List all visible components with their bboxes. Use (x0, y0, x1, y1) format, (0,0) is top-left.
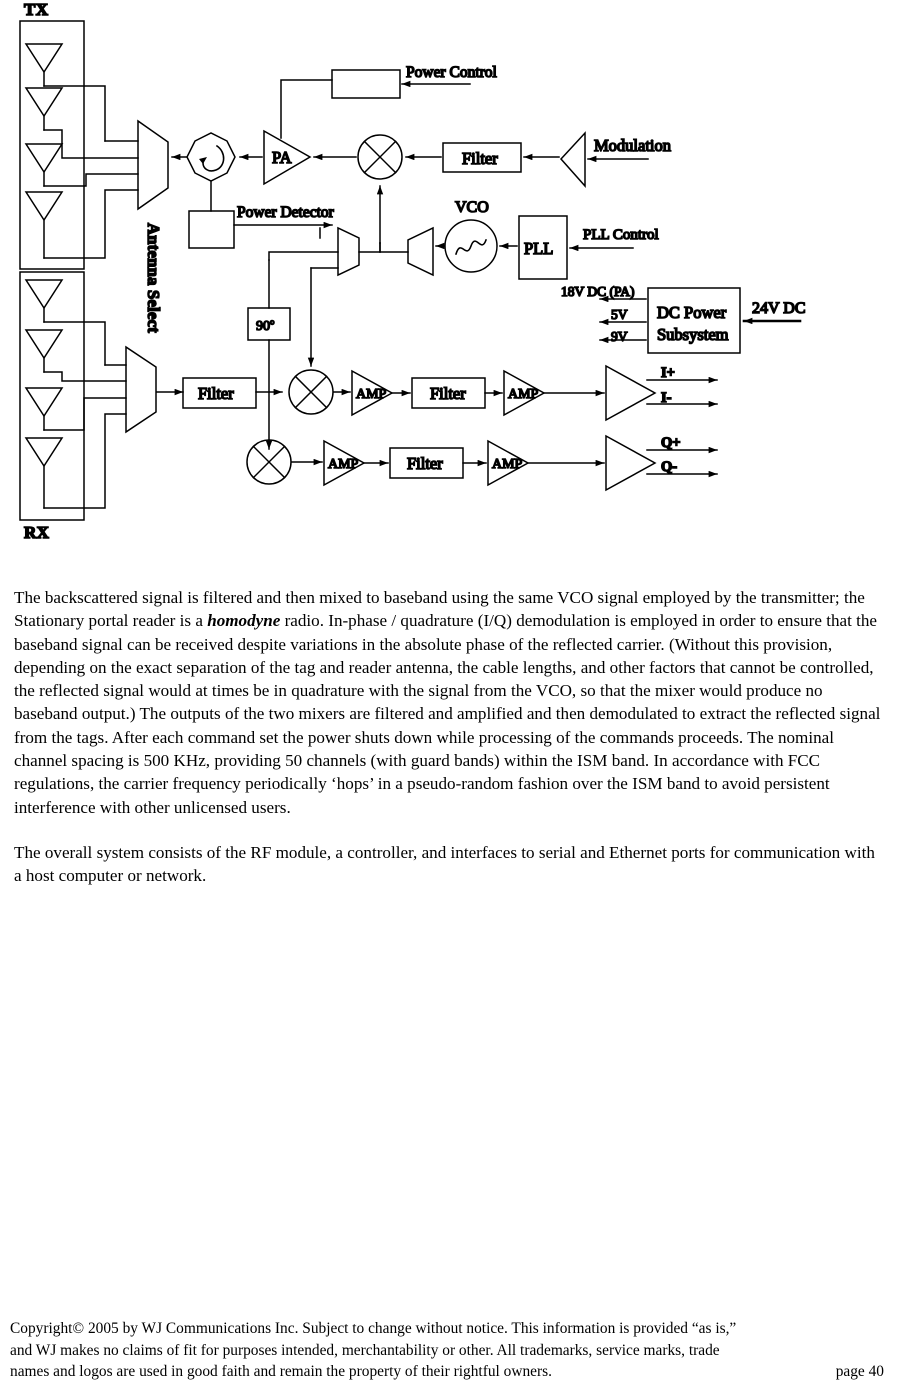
dc-in-24v-label: 24V DC (752, 300, 806, 317)
rx-antenna-element (24, 387, 64, 431)
footer-line-3-row: names and logos are used in good faith a… (10, 1361, 890, 1383)
paragraph-1-emphasis: homodyne (207, 611, 281, 631)
q-amp-1 (323, 439, 366, 487)
power-detector-block (188, 210, 235, 249)
tx-filter-block (442, 142, 522, 173)
q-amp-1-label: AMP (328, 457, 359, 472)
dc-out-5v-label: 5V (611, 307, 628, 322)
tx-antenna-group (19, 20, 139, 270)
i-amp-1 (351, 369, 394, 417)
tx-antenna-select-switch (137, 119, 169, 211)
rx-antenna-element (24, 279, 64, 323)
power-amplifier (263, 129, 312, 186)
dc-out-18v-label: 18V DC (PA) (561, 284, 635, 299)
pll-block (518, 215, 568, 280)
rx-filter-label: Filter (198, 384, 234, 403)
vco (444, 219, 498, 273)
q-amp-2-label: AMP (492, 457, 523, 472)
tx-filter-label: Filter (462, 149, 498, 168)
tx-antenna-element (24, 43, 64, 87)
dc-power-label-line2: Subsystem (657, 325, 729, 344)
i-plus-label: I+ (661, 365, 675, 381)
dc-out-9v-label: 9V (611, 329, 628, 344)
paragraph-1-part-2: radio. In-phase / quadrature (I/Q) demod… (14, 611, 881, 817)
tx-antenna-element (24, 143, 64, 187)
q-output-amplifier (605, 434, 657, 492)
page-footer: Copyright© 2005 by WJ Communications Inc… (10, 1318, 890, 1383)
i-amp-2-label: AMP (508, 387, 539, 402)
rx-antenna-element (24, 437, 64, 509)
q-mixer (246, 439, 292, 485)
q-plus-label: Q+ (661, 435, 681, 451)
dc-power-label-line1: DC Power (657, 303, 727, 322)
antenna-select-label: Antenna Select (144, 223, 163, 333)
tx-antenna-element (24, 191, 64, 259)
tx-antenna-element (24, 87, 64, 131)
tx-mixer (357, 134, 403, 180)
lo-splitter-left (337, 226, 360, 277)
power-control-block (331, 69, 401, 99)
lo-splitter-right (407, 226, 434, 277)
page-number: page 40 (835, 1363, 884, 1380)
i-amp-1-label: AMP (356, 387, 387, 402)
tx-label: TX (24, 0, 49, 19)
dc-power-subsystem-block (647, 287, 741, 354)
circulator (186, 132, 236, 212)
pll-label: PLL (524, 239, 553, 258)
paragraph-1: The backscattered signal is filtered and… (14, 586, 886, 819)
rx-label: RX (24, 523, 50, 542)
q-amp-2 (487, 439, 530, 487)
rx-filter-block (182, 377, 257, 409)
footer-line-3: names and logos are used in good faith a… (10, 1363, 552, 1380)
i-mixer (288, 369, 334, 415)
rx-antenna-group (19, 271, 127, 521)
phase-90-label: 90º (256, 319, 275, 334)
power-detector-label: Power Detector (237, 204, 335, 221)
power-control-label: Power Control (406, 64, 497, 81)
i-amp-2 (503, 369, 546, 417)
modulation-amplifier (559, 131, 586, 188)
paragraph-1-part-1: The backscattered signal is filtered and… (14, 588, 865, 631)
paragraph-2: The overall system consists of the RF mo… (14, 842, 875, 886)
footer-line-2: and WJ makes no claims of fit for purpos… (10, 1341, 720, 1359)
i-filter-label: Filter (430, 384, 466, 403)
vco-label: VCO (455, 199, 489, 216)
rx-antenna-select-switch (125, 345, 157, 434)
pa-label: PA (272, 148, 292, 167)
rx-antenna-element (24, 329, 64, 373)
q-minus-label: Q- (661, 459, 677, 475)
pll-control-label: PLL Control (583, 227, 659, 243)
rf-block-diagram: TX (0, 0, 899, 565)
q-filter-label: Filter (407, 454, 443, 473)
body-text: The backscattered signal is filtered and… (14, 586, 886, 910)
i-output-amplifier (605, 364, 657, 422)
modulation-label: Modulation (594, 136, 671, 155)
footer-line-1: Copyright© 2005 by WJ Communications Inc… (10, 1320, 737, 1337)
i-minus-label: I- (661, 390, 672, 406)
